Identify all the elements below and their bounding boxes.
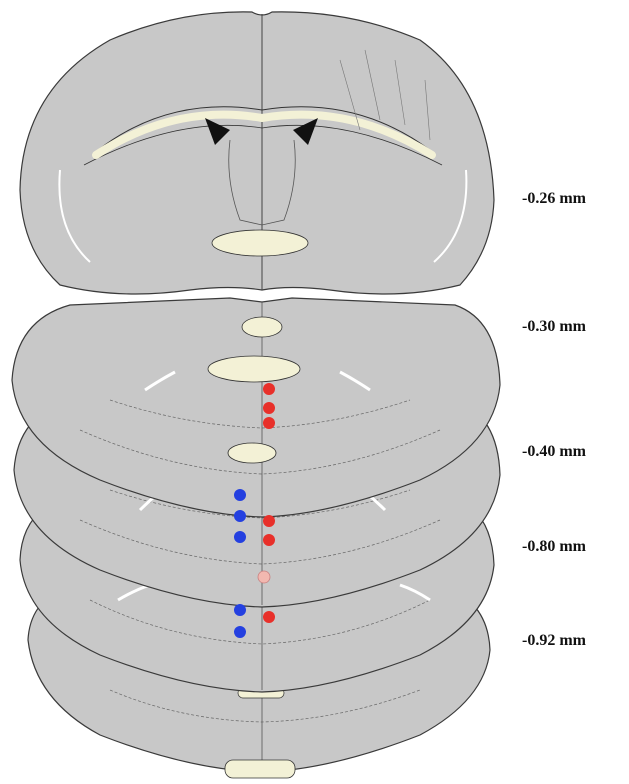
section-026mm (20, 12, 494, 337)
level-label-092: -0.92 mm (522, 632, 586, 650)
red-marker (263, 534, 275, 546)
level-label-080: -0.80 mm (522, 538, 586, 556)
level-label-030: -0.30 mm (522, 318, 586, 336)
red-marker (263, 417, 275, 429)
red-marker (263, 402, 275, 414)
red-marker (263, 611, 275, 623)
level-label-040: -0.40 mm (522, 443, 586, 461)
red-marker (263, 383, 275, 395)
blue-marker (234, 604, 246, 616)
blue-marker (234, 510, 246, 522)
blue-marker (234, 489, 246, 501)
level-label-026: -0.26 mm (522, 190, 586, 208)
blue-marker (234, 531, 246, 543)
blue-marker (234, 626, 246, 638)
faded-marker (258, 571, 270, 583)
red-marker (263, 515, 275, 527)
